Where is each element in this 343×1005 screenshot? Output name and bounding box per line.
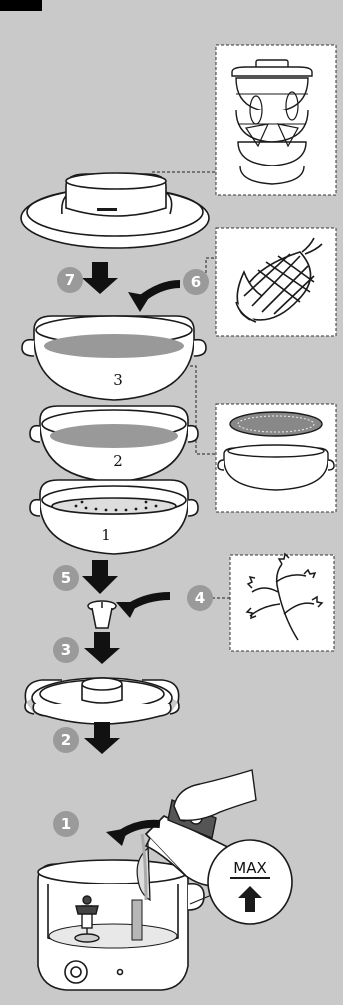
tier-label-1: 1 <box>101 526 111 544</box>
down-arrow-7 <box>82 262 118 294</box>
step-badge-4: 4 <box>187 585 213 611</box>
corner-tab <box>0 0 42 11</box>
down-arrow-3 <box>84 632 120 664</box>
svg-text:7: 7 <box>65 271 75 289</box>
step-badge-5: 5 <box>53 565 79 591</box>
svg-text:2: 2 <box>61 731 71 749</box>
step-badge-3: 3 <box>53 637 79 663</box>
svg-text:3: 3 <box>61 641 71 659</box>
tier-label-3: 3 <box>113 371 123 389</box>
tier-label-2: 2 <box>113 452 123 470</box>
max-label: MAX <box>233 859 266 877</box>
svg-text:4: 4 <box>195 589 205 607</box>
water-level <box>132 900 142 940</box>
inset-steam-tray <box>216 404 336 512</box>
lid <box>21 173 209 248</box>
down-arrow-2 <box>84 722 120 754</box>
down-arrow-5 <box>82 560 118 594</box>
inset-corn <box>216 228 336 336</box>
step-badge-2: 2 <box>53 727 79 753</box>
drip-tray <box>25 678 179 724</box>
inset-assembled-steamer <box>216 45 336 195</box>
svg-text:5: 5 <box>61 569 71 587</box>
step-badge-6: 6 <box>183 269 209 295</box>
steamer-base <box>38 860 204 990</box>
steam-bowl-1 <box>30 480 198 554</box>
step-badge-1: 1 <box>53 811 79 837</box>
step-badge-7: 7 <box>57 267 83 293</box>
svg-text:6: 6 <box>191 273 201 291</box>
svg-text:1: 1 <box>61 815 71 833</box>
aroma-infuser <box>88 601 116 628</box>
steam-bowl-2 <box>30 406 198 482</box>
inset-herb <box>230 554 334 651</box>
